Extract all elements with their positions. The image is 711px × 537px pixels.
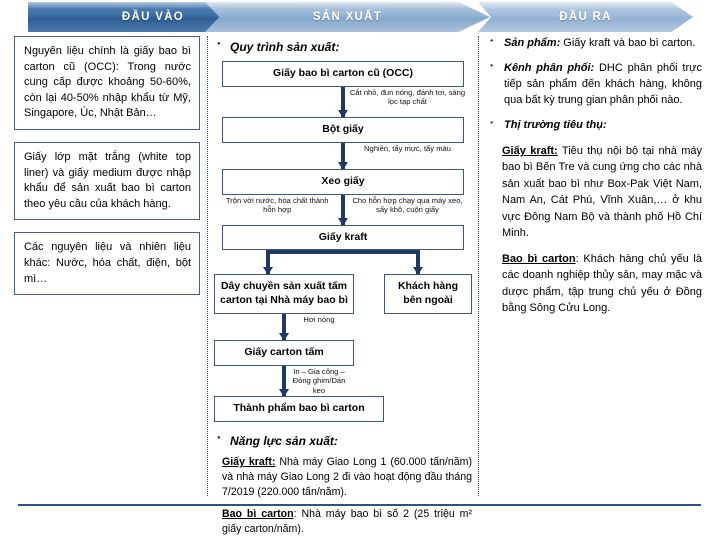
input-box-other-materials: Các nguyên liệu và nhiên liệu khác: Nước… [14,232,200,296]
flow-node-xeo-giay: Xeo giấy [222,168,464,195]
output-column: Sản phẩm: Giấy kraft và bao bì carton. K… [488,36,702,326]
output-bullet-product-title: Sản phẩm: [504,37,561,49]
capacity-carton-label: Bao bì carton [222,507,294,520]
split-leg-left [265,250,270,275]
arrow-stem [282,366,286,397]
production-column: Quy trình sản xuất: Giấy bao bì carton c… [214,36,472,537]
flow-tail: In – Gia công – Đóng ghim/Dán keo [214,366,354,397]
flow-branch-internal: Dây chuyền sản xuất tấm carton tại Nhà m… [214,274,354,367]
flow-node-occ: Giấy bao bì carton cũ (OCC) [222,61,464,87]
stage-chevron-production: SẢN XUẤT [205,2,490,32]
flow-split-kraft [214,250,472,275]
capacity-carton: Bao bì carton: Nhà máy bao bì số 2 (25 t… [222,507,472,537]
output-bullet-distribution-title: Kênh phân phối: [504,61,595,74]
market-kraft-text: Tiêu thụ nội bộ tại nhà máy bao bì Bến T… [502,144,702,240]
process-heading: Quy trình sản xuất: [216,40,472,54]
flow-branch-external: Khách hàng bên ngoài [384,274,472,315]
flow-node-khach-hang-ben-ngoai: Khách hàng bên ngoài [384,274,472,315]
output-bullet-distribution-text: DHC phân phối trực tiếp sản phẩm đến khá… [504,61,702,106]
column-divider-right [478,36,479,496]
chevron-shine [205,2,490,9]
column-divider-left [207,36,208,496]
flow-annotation-hoi-nong: Hơi nóng [303,315,335,325]
input-column: Nguyên liệu chính là giấy bao bì carton … [14,36,200,307]
flow-arrow-xeo-to-kraft: Trộn với nước, hóa chất thành hỗn hợp Ch… [214,194,472,225]
split-leg-right [416,250,421,275]
stage-label-production: SẢN XUẤT [312,11,383,23]
market-carton-text: : Khách hàng chủ yếu là các doanh nghiệp… [502,252,702,315]
market-paragraph-carton: Bao bì carton: Khách hàng chủ yếu là các… [502,251,702,317]
flow-arrow-board-to-product: In – Gia công – Đóng ghim/Dán keo [214,366,354,397]
flow-annotation-xeo-right: Cho hỗn hợp chạy qua máy xeo, sấy khô, c… [352,195,463,214]
split-bar [265,250,421,254]
stage-chevron-output: ĐẦU RA [478,2,693,32]
input-box-white-top-liner: Giấy lớp mặt trắng (white top liner) và … [14,142,200,221]
output-bullet-product: Sản phẩm: Giấy kraft và bao bì carton. [488,36,702,52]
market-kraft-label: Giấy kraft: [502,144,558,157]
flow-annotation-in-gia-cong: In – Gia công – Đóng ghim/Dán keo [292,367,346,395]
value-chain-diagram: ĐẦU VÀO SẢN XUẤT ĐẦU RA Nguyên liệu chín… [0,0,711,518]
flow-annotation-occ-to-pulp: Cắt nhỏ, đun nóng, đánh tơi, sàng lọc tạ… [349,87,466,107]
market-carton-label: Bao bì carton [502,252,576,265]
flow-annotation-pulp-to-xeo: Nghiền, tẩy mực, tẩy màu [364,143,451,153]
flow-arrow-line-to-board: Hơi nóng [214,314,354,341]
flow-node-day-chuyen: Dây chuyền sản xuất tấm carton tại Nhà m… [214,274,354,315]
capacity-kraft-text: Nhà máy Giao Long 1 (60.000 tấn/năm) và … [222,455,473,498]
arrow-stem [341,194,345,225]
capacity-heading: Năng lực sản xuất: [216,434,472,448]
market-paragraph-kraft: Giấy kraft: Tiêu thụ nội bộ tại nhà máy … [502,143,702,242]
stage-label-output: ĐẦU RA [559,11,612,23]
flow-branch-row: Dây chuyền sản xuất tấm carton tại Nhà m… [214,274,472,367]
stage-label-input: ĐẦU VÀO [121,11,185,23]
output-bullet-product-text: Giấy kraft và bao bì carton. [560,37,696,49]
stage-banner: ĐẦU VÀO SẢN XUẤT ĐẦU RA [0,0,711,34]
output-bullet-market-title: Thị trường tiêu thụ: [504,118,607,131]
flow-arrow-pulp-to-xeo: Nghiền, tẩy mực, tẩy màu [214,142,472,169]
flow-node-thanh-pham: Thành phẩm bao bì carton [214,396,384,422]
arrow-stem [341,86,345,117]
chevron-shine [478,2,693,9]
capacity-kraft-label: Giấy kraft: [222,455,276,468]
output-bullet-market: Thị trường tiêu thụ: [488,118,702,134]
output-bullet-distribution: Kênh phân phối: DHC phân phối trực tiếp … [488,61,702,109]
flow-node-giay-carton-tam: Giấy carton tấm [214,340,354,367]
capacity-kraft: Giấy kraft: Nhà máy Giao Long 1 (60.000 … [222,455,472,500]
input-box-raw-material: Nguyên liệu chính là giấy bao bì carton … [14,36,200,131]
chevron-shine [28,2,278,9]
bottom-rule [18,504,701,506]
arrow-stem [282,314,286,341]
flow-node-giay-kraft: Giấy kraft [222,224,464,251]
arrow-stem [341,142,345,169]
flow-node-bot-giay: Bột giấy [222,116,464,143]
flow-arrow-occ-to-pulp: Cắt nhỏ, đun nóng, đánh tơi, sàng lọc tạ… [214,86,472,117]
flow-annotation-xeo-left: Trộn với nước, hóa chất thành hỗn hợp [225,195,329,214]
